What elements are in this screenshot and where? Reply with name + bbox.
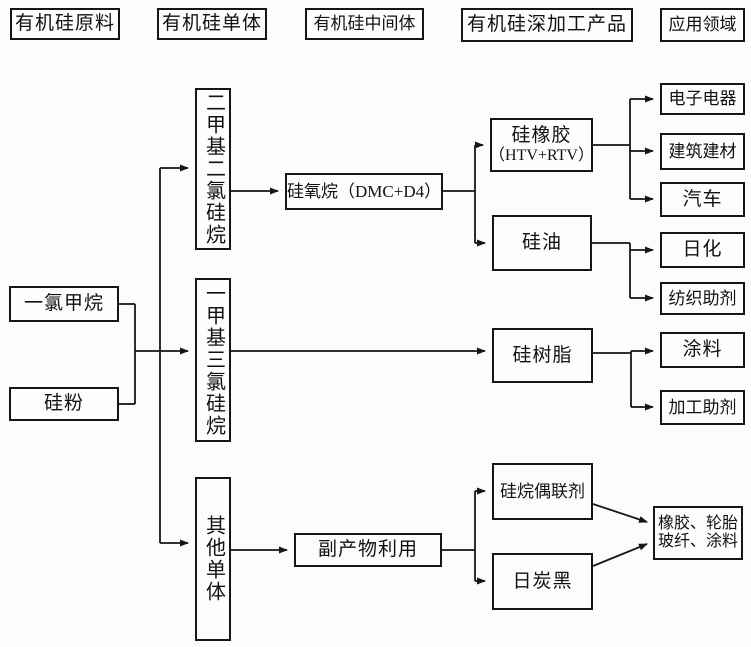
node-construction-label: 建筑建材 xyxy=(668,141,737,161)
header-raw-materials-label: 有机硅原料 xyxy=(14,13,115,35)
node-textile-auxiliary-label: 纺织助剂 xyxy=(668,288,737,308)
node-carbon-black-label: 日炭黑 xyxy=(512,570,573,592)
node-carbon-black: 日炭黑 xyxy=(492,553,593,610)
node-processing-auxiliary-label: 加工助剂 xyxy=(668,397,737,417)
node-rubber-tire-glassfiber-coating: 橡胶、轮胎 玻纤、涂料 xyxy=(653,506,743,560)
node-daily-chemical-label: 日化 xyxy=(682,239,723,261)
node-other-monomer-label: 其他单体 xyxy=(202,515,225,603)
node-processing-auxiliary: 加工助剂 xyxy=(660,390,745,425)
node-dimethyl-dichlorosilane-label: 二甲基二氯硅烷 xyxy=(202,92,225,246)
node-rubber-tire-label: 橡胶、轮胎 xyxy=(657,514,738,532)
header-application-fields: 应用领域 xyxy=(660,8,745,42)
node-silane-coupling-agent: 硅烷偶联剂 xyxy=(492,463,593,520)
node-methyl-trichlorosilane-label: 一甲基三氯硅烷 xyxy=(202,283,225,437)
node-siloxane-label: 硅氧烷（DMC+D4） xyxy=(287,181,442,201)
node-construction: 建筑建材 xyxy=(660,133,745,170)
node-other-monomer: 其他单体 xyxy=(195,477,231,641)
node-automobile-label: 汽车 xyxy=(682,188,723,210)
node-silicone-oil-label: 硅油 xyxy=(521,232,562,254)
node-silicone-resin: 硅树脂 xyxy=(492,328,593,383)
node-byproduct-use-label: 副产物利用 xyxy=(317,539,418,561)
header-intermediate: 有机硅中间体 xyxy=(305,8,424,40)
node-electronics: 电子电器 xyxy=(660,83,745,115)
node-electronics-label: 电子电器 xyxy=(668,89,737,109)
node-chloromethane: 一氯甲烷 xyxy=(9,286,119,322)
node-silicone-rubber-label: 硅橡胶 xyxy=(511,124,572,146)
node-silicon-powder-label: 硅粉 xyxy=(43,393,84,415)
node-glassfiber-coating-label: 玻纤、涂料 xyxy=(657,533,738,550)
node-silicone-rubber: 硅橡胶 （HTV+RTV） xyxy=(489,118,594,172)
node-coatings: 涂料 xyxy=(660,332,745,368)
node-silane-coupling-agent-label: 硅烷偶联剂 xyxy=(500,481,585,501)
header-raw-materials: 有机硅原料 xyxy=(10,8,120,40)
header-deep-processed-products: 有机硅深加工产品 xyxy=(461,8,633,42)
header-application-fields-label: 应用领域 xyxy=(668,15,737,35)
node-methyl-trichlorosilane: 一甲基三氯硅烷 xyxy=(195,278,231,442)
header-monomer: 有机硅单体 xyxy=(157,8,267,40)
node-coatings-label: 涂料 xyxy=(682,339,723,361)
node-silicone-rubber-sublabel: （HTV+RTV） xyxy=(489,146,594,164)
node-textile-auxiliary: 纺织助剂 xyxy=(660,282,745,315)
header-intermediate-label: 有机硅中间体 xyxy=(313,14,416,34)
header-monomer-label: 有机硅单体 xyxy=(161,13,262,35)
node-automobile: 汽车 xyxy=(660,182,745,217)
node-dimethyl-dichlorosilane: 二甲基二氯硅烷 xyxy=(195,88,231,250)
node-silicone-oil: 硅油 xyxy=(492,215,592,271)
header-deep-processed-products-label: 有机硅深加工产品 xyxy=(466,14,627,36)
node-chloromethane-label: 一氯甲烷 xyxy=(23,293,104,315)
node-byproduct-use: 副产物利用 xyxy=(294,533,442,567)
node-siloxane: 硅氧烷（DMC+D4） xyxy=(285,173,443,210)
node-silicone-resin-label: 硅树脂 xyxy=(512,344,573,366)
node-silicon-powder: 硅粉 xyxy=(9,387,119,421)
node-daily-chemical: 日化 xyxy=(660,232,745,268)
